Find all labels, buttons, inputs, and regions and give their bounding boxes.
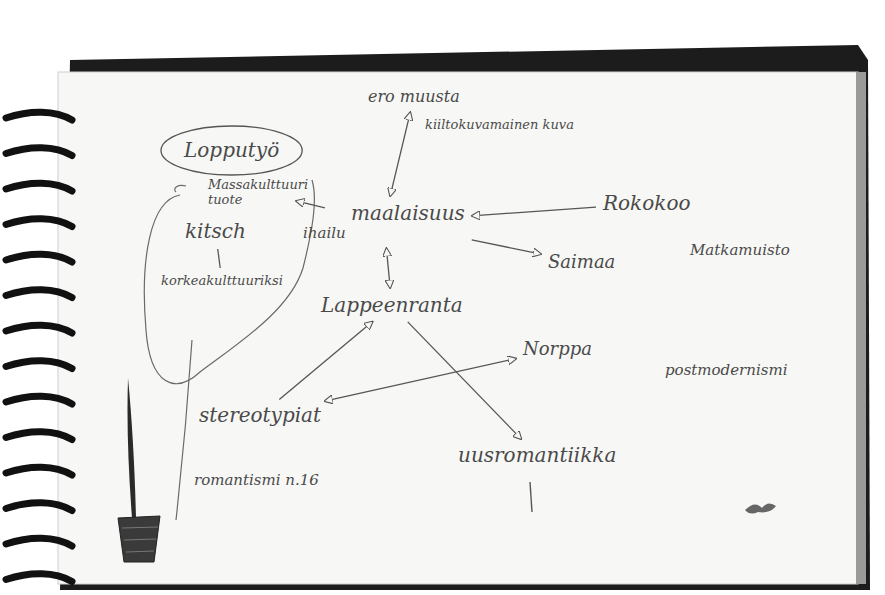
mind-map-word: Norppa	[520, 337, 595, 362]
spiral-binding	[6, 112, 72, 581]
node-text: Lappeenranta	[321, 294, 463, 317]
node-text: ihailu	[303, 225, 465, 242]
sketch-note: Matkamuisto	[690, 242, 790, 259]
spiral-coil	[6, 219, 72, 227]
node-text: uusromantiikka	[458, 444, 616, 467]
plant-leaf	[128, 378, 137, 518]
pencil-scribble	[745, 503, 776, 513]
mind-map-word: Lappeenranta	[318, 292, 466, 319]
spiral-coil	[6, 325, 72, 333]
mind-map-word: kitsch	[182, 218, 249, 245]
pencil-arrow	[296, 201, 325, 208]
paper-sheet	[58, 72, 858, 584]
title-ellipse: Lopputyö	[160, 125, 303, 176]
spiral-coil	[6, 290, 72, 298]
node-text: Rokokoo	[603, 192, 690, 215]
sketch-note: kiiltokuvamainen kuva	[425, 118, 574, 133]
mind-map-word: korkeakulttuuriksi	[158, 272, 286, 291]
node-text: Norppa	[523, 339, 592, 360]
sketch-note: romantismi n.16	[194, 472, 319, 489]
pencil-arrow	[218, 249, 220, 268]
node-text: korkeakulttuuriksi	[161, 274, 283, 289]
mind-map-word: Saimaa	[545, 250, 618, 275]
spiral-coil	[6, 112, 72, 120]
pencil-arrow	[325, 359, 516, 402]
spiral-coil	[6, 254, 72, 262]
spiral-coil	[6, 396, 72, 404]
pencil-arrow	[472, 207, 596, 216]
spiral-coil	[6, 574, 72, 582]
mind-map-word: Rokokoo	[600, 190, 693, 217]
mind-map-word: Massakulttuuri tuote	[205, 176, 321, 210]
spiral-coil	[6, 361, 72, 369]
mind-map-word: ero muusta	[365, 86, 463, 108]
spiral-coil	[6, 432, 72, 440]
node-text: maalaisuus	[351, 202, 465, 225]
node-text: Lopputyö	[184, 139, 279, 162]
pencil-arrow	[472, 240, 541, 254]
pencil-arrow	[386, 248, 390, 288]
pencil-stroke	[530, 482, 532, 512]
mind-map-word: maalaisuusihailu	[300, 200, 468, 244]
spiral-coil	[6, 538, 72, 546]
page-edge	[856, 72, 866, 584]
mind-map-word: stereotypiat	[196, 402, 324, 429]
node-text: ero muusta	[368, 88, 460, 106]
pencil-arrow	[408, 322, 522, 439]
node-text: stereotypiat	[199, 404, 321, 427]
grouping-curve	[144, 180, 314, 384]
ellipse-outline	[161, 126, 302, 175]
mind-map-word: uusromantiikka	[455, 442, 619, 469]
pot-hatching	[122, 527, 158, 552]
grouping-curve	[175, 185, 186, 192]
pencil-arrow	[390, 112, 410, 196]
node-text: Massakulttuuri tuote	[208, 178, 318, 208]
spiral-coil	[6, 503, 72, 511]
stem-line	[176, 340, 192, 520]
node-text: kitsch	[185, 220, 246, 243]
spiral-coil	[6, 148, 72, 156]
plant-pot	[118, 516, 160, 562]
spiral-coil	[6, 467, 72, 475]
sketch-note: postmodernismi	[665, 362, 787, 379]
node-text: Saimaa	[548, 252, 615, 273]
spiral-coil	[6, 183, 72, 191]
pencil-arrow	[279, 322, 372, 400]
